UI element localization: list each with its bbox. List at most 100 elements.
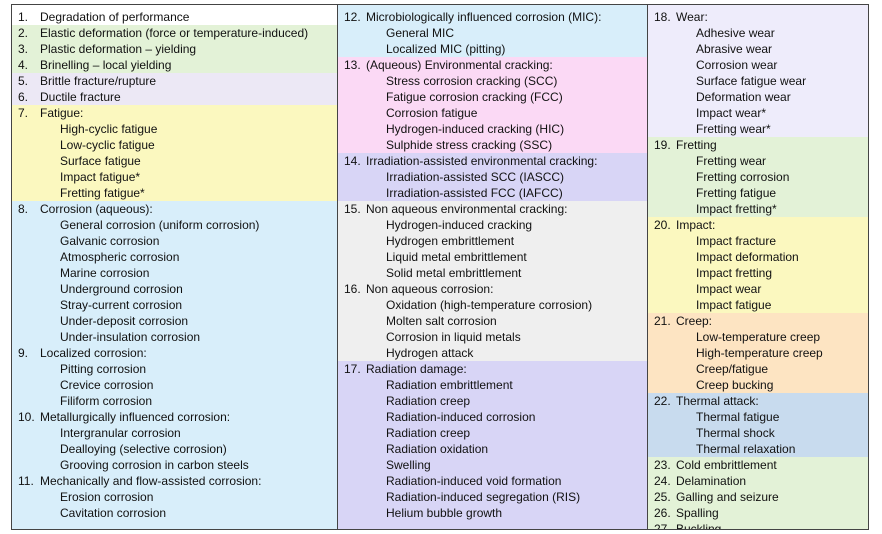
subcategory-row: Liquid metal embrittlement [338,249,647,265]
item-label: Crevice corrosion [60,378,154,392]
item-number: 9. [18,346,29,360]
subcategory-row: Radiation creep [338,393,647,409]
category-row: 21.Creep: [648,313,868,329]
item-label: Adhesive wear [696,26,775,40]
item-number: 17. [344,362,361,376]
item-label: Thermal shock [696,426,775,440]
item-label: Creep/fatigue [696,362,769,376]
item-label: Deformation wear [696,90,791,104]
subcategory-row: Hydrogen-induced cracking (HIC) [338,121,647,137]
subcategory-row: Radiation-induced segregation (RIS) [338,489,647,505]
category-row: 26.Spalling [648,505,868,521]
category-row: 23.Cold embrittlement [648,457,868,473]
subcategory-row: Hydrogen-induced cracking [338,217,647,233]
item-label: Spalling [676,506,719,520]
item-number: 5. [18,74,29,88]
subcategory-row: Radiation-induced void formation [338,473,647,489]
item-label: Creep bucking [696,378,774,392]
item-label: Thermal relaxation [696,442,796,456]
category-row: 15.Non aqueous environmental cracking: [338,201,647,217]
item-label: Ductile fracture [40,90,121,104]
item-label: Impact fretting [696,266,773,280]
item-label: Thermal fatigue [696,410,780,424]
category-row: 4.Brinelling – local yielding [12,57,337,73]
subcategory-row: Creep bucking [648,377,868,393]
subcategory-row: Impact fretting [648,265,868,281]
item-label: Dealloying (selective corrosion) [60,442,227,456]
item-label: Localized corrosion: [40,346,147,360]
item-label: Impact wear [696,282,762,296]
item-label: Impact: [676,218,716,232]
item-label: Liquid metal embrittlement [386,250,527,264]
item-label: Under-deposit corrosion [60,314,189,328]
item-label: Corrosion fatigue [386,106,478,120]
subcategory-row: Radiation embrittlement [338,377,647,393]
subcategory-row: Oxidation (high-temperature corrosion) [338,297,647,313]
category-row: 19.Fretting [648,137,868,153]
subcategory-row: Atmospheric corrosion [12,249,337,265]
item-number: 7. [18,106,29,120]
item-label: Plastic deformation – yielding [40,42,197,56]
category-row: 3. Plastic deformation – yielding [12,41,337,57]
subcategory-row: Fretting fatigue [648,185,868,201]
subcategory-row: Erosion corrosion [12,489,337,505]
item-number: 14. [344,154,361,168]
subcategory-row: Thermal relaxation [648,441,868,457]
subcategory-row: Molten salt corrosion [338,313,647,329]
item-label: Corrosion in liquid metals [386,330,521,344]
subcategory-row: Impact fretting* [648,201,868,217]
item-label: Cold embrittlement [676,458,777,472]
subcategory-row: Localized MIC (pitting) [338,41,647,57]
item-label: Low-temperature creep [696,330,821,344]
item-number: 3. [18,42,29,56]
item-label: Atmospheric corrosion [60,250,180,264]
item-label: Irradiation-assisted environmental crack… [366,154,598,168]
item-label: Hydrogen-induced cracking (HIC) [386,122,565,136]
category-row: 5.Brittle fracture/rupture [12,73,337,89]
item-label: Solid metal embrittlement [386,266,522,280]
item-label: Stress corrosion cracking (SCC) [386,74,558,88]
subcategory-row: Low-cyclic fatigue [12,137,337,153]
subcategory-row: Corrosion wear [648,57,868,73]
category-row: 24.Delamination [648,473,868,489]
item-label: Fatigue: [40,106,84,120]
item-label: High-temperature creep [696,346,823,360]
subcategory-row: Underground corrosion [12,281,337,297]
item-label: Galling and seizure [676,490,779,504]
category-row: 10.Metallurgically influenced corrosion: [12,409,337,425]
category-row: 13.(Aqueous) Environmental cracking: [338,57,647,73]
item-label: Impact fracture [696,234,777,248]
subcategory-row: Radiation creep [338,425,647,441]
item-label: Metallurgically influenced corrosion: [40,410,231,424]
item-label: Impact fatigue* [60,170,141,184]
subcategory-row: Creep/fatigue [648,361,868,377]
subcategory-row: General corrosion (uniform corrosion) [12,217,337,233]
table-column: 12.Microbiologically influenced corrosio… [337,5,647,529]
subcategory-row: Fretting fatigue* [12,185,337,201]
item-label: Erosion corrosion [60,490,154,504]
subcategory-row: Impact wear [648,281,868,297]
item-label: Pitting corrosion [60,362,147,376]
item-label: Microbiologically influenced corrosion (… [366,10,602,24]
item-label: Fatigue corrosion cracking (FCC) [386,90,563,104]
item-label: Radiation embrittlement [386,378,513,392]
category-row: 14. Irradiation-assisted environmental cr… [338,153,647,169]
category-row: 7. Fatigue: [12,105,337,121]
category-row: 25.Galling and seizure [648,489,868,505]
subcategory-row: Impact fatigue [648,297,868,313]
category-group: 8.Corrosion (aqueous):General corrosion … [12,201,337,529]
item-label: Fretting corrosion [696,170,790,184]
item-number: 21. [654,314,671,328]
item-label: Radiation oxidation [386,442,489,456]
subcategory-row: Crevice corrosion [12,377,337,393]
category-row: 16.Non aqueous corrosion: [338,281,647,297]
subcategory-row: Impact wear* [648,105,868,121]
category-row: 9. Localized corrosion: [12,345,337,361]
